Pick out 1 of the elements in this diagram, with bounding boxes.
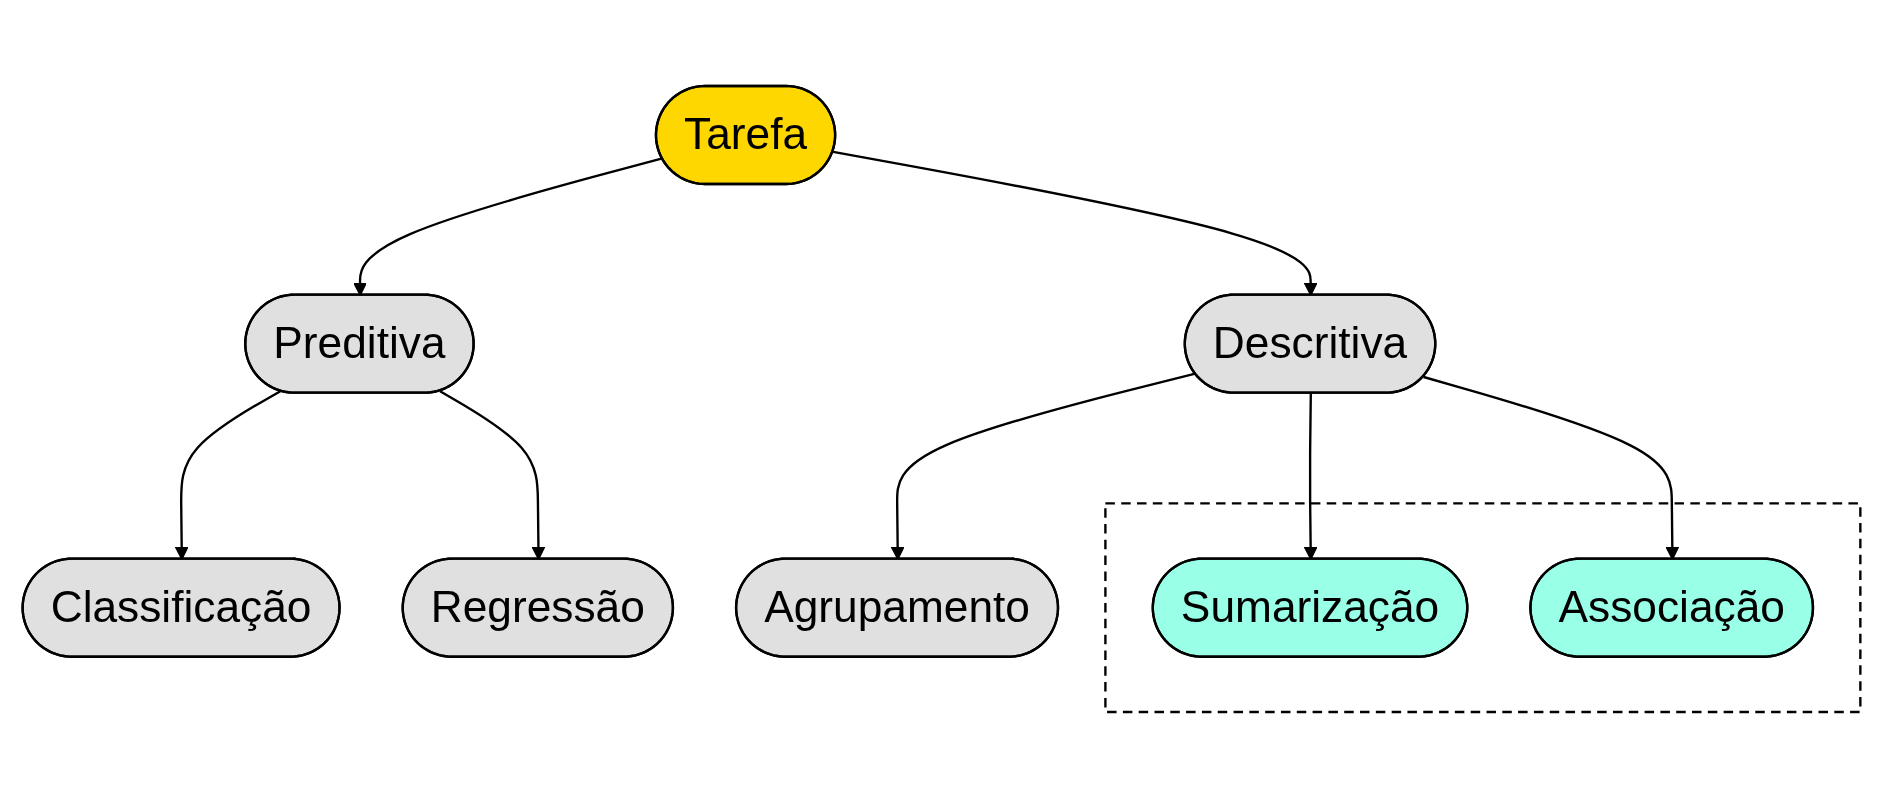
cluster (1104, 502, 1862, 714)
